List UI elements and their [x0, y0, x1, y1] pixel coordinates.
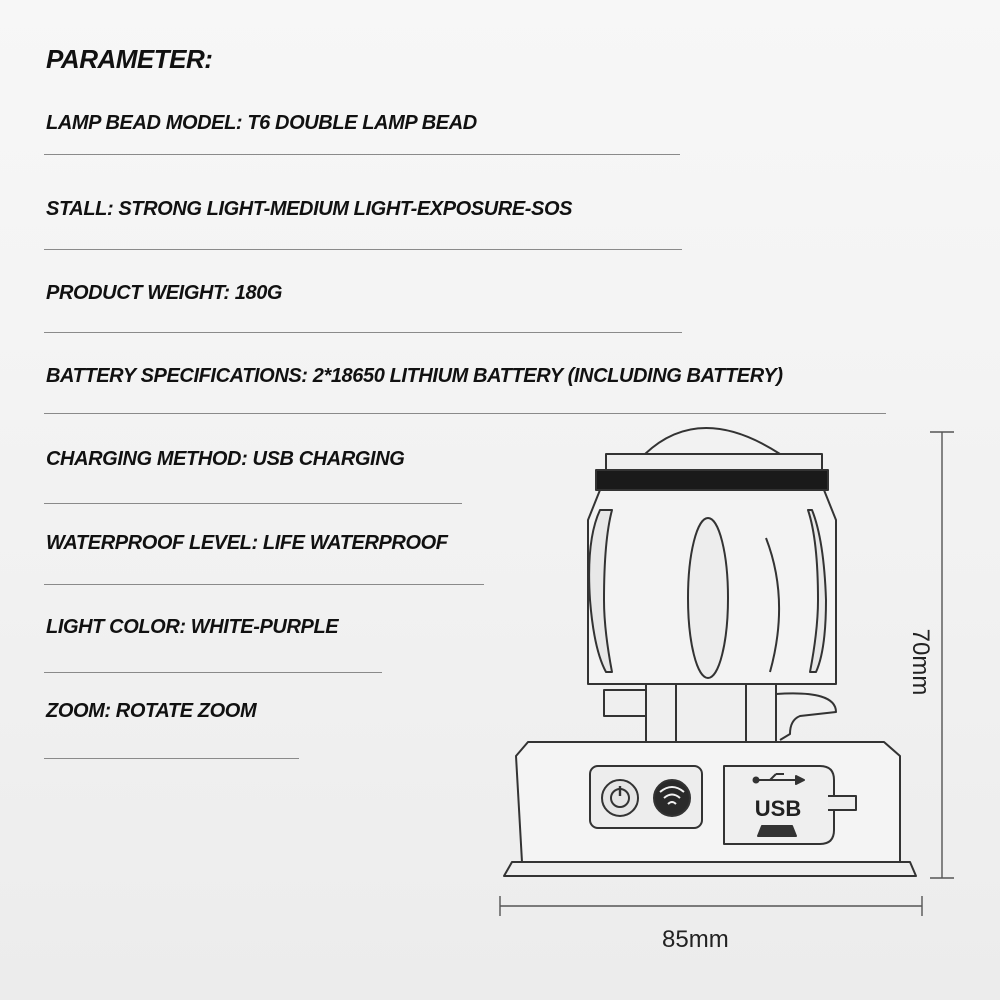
headband	[503, 861, 917, 877]
spec-light-color: LIGHT COLOR: WHITE-PURPLE	[46, 616, 339, 638]
divider	[44, 249, 682, 250]
divider	[44, 413, 886, 414]
sensor-wave-icon	[659, 786, 685, 805]
parameter-heading: PARAMETER:	[46, 44, 213, 74]
bracket-clip	[775, 692, 837, 741]
headlamp-drawing: USB	[499, 427, 954, 916]
spec-waterproof: WATERPROOF LEVEL: LIFE WATERPROOF	[46, 532, 448, 554]
height-dimension-label: 70mm	[907, 628, 934, 696]
width-dimension-label: 85mm	[662, 926, 729, 953]
divider	[44, 332, 682, 333]
divider	[44, 154, 680, 155]
usb-icon	[752, 773, 805, 785]
divider	[44, 584, 484, 585]
spec-zoom: ZOOM: ROTATE ZOOM	[46, 700, 257, 722]
grip-oval	[687, 517, 729, 679]
divider	[44, 758, 299, 759]
power-button	[601, 779, 639, 817]
usb-label: USB	[755, 796, 801, 821]
usb-port-icon	[757, 825, 797, 837]
divider	[44, 672, 382, 673]
spec-weight: PRODUCT WEIGHT: 180G	[46, 282, 283, 304]
usb-cover	[723, 765, 835, 845]
mount-bracket	[645, 683, 777, 743]
power-icon	[610, 786, 630, 808]
sensor-button	[653, 779, 691, 817]
divider	[44, 503, 462, 504]
spec-battery: BATTERY SPECIFICATIONS: 2*18650 LITHIUM …	[46, 365, 783, 387]
spec-lamp-bead: LAMP BEAD MODEL: T6 DOUBLE LAMP BEAD	[46, 112, 477, 134]
zoom-ring	[595, 469, 829, 491]
spec-stall: STALL: STRONG LIGHT-MEDIUM LIGHT-EXPOSUR…	[46, 198, 573, 220]
spec-charging: CHARGING METHOD: USB CHARGING	[46, 448, 405, 470]
